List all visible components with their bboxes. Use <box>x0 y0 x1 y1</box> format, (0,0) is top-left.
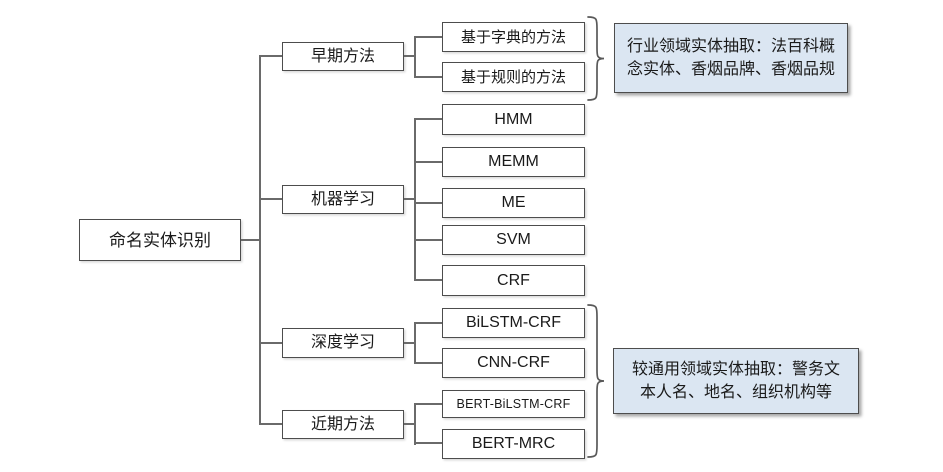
branch-node-machine-learning: 机器学习 <box>282 185 404 214</box>
leaf-node-bert-bilstm-crf: BERT-BiLSTM-CRF <box>442 390 585 418</box>
connector-line <box>261 198 282 200</box>
connector-line <box>416 442 442 444</box>
curly-brace-icon <box>586 303 608 459</box>
branch-node-early-methods: 早期方法 <box>282 42 404 71</box>
annotation-line: 本人名、地名、组织机构等 <box>639 384 832 401</box>
connector-line <box>259 55 261 425</box>
connector-line <box>261 423 282 425</box>
connector-line <box>414 118 416 281</box>
connector-line <box>241 239 260 241</box>
connector-line <box>416 322 442 324</box>
annotation-line: 较通用领域实体抽取：警务文 <box>631 360 840 378</box>
connector-line <box>404 198 415 200</box>
connector-line <box>416 36 442 38</box>
connector-line <box>416 202 442 204</box>
connector-line <box>416 118 442 120</box>
connector-line <box>414 36 416 78</box>
branch-node-deep-learning: 深度学习 <box>282 328 404 358</box>
root-node-ner: 命名实体识别 <box>79 219 241 261</box>
connector-line <box>404 342 415 344</box>
connector-line <box>416 76 442 78</box>
connector-line <box>404 55 415 57</box>
connector-line <box>416 279 442 281</box>
annotation-line: 念实体、香烟品牌、香烟品规 <box>626 61 835 78</box>
leaf-node-hmm: HMM <box>442 104 585 135</box>
leaf-node-dictionary-method: 基于字典的方法 <box>442 22 585 52</box>
curly-brace-icon <box>586 15 608 102</box>
annotation-general-domain: 较通用领域实体抽取：警务文 本人名、地名、组织机构等 <box>613 348 859 414</box>
connector-line <box>261 55 282 57</box>
connector-line <box>261 342 282 344</box>
connector-line <box>416 403 442 405</box>
leaf-node-crf: CRF <box>442 265 585 296</box>
leaf-node-memm: MEMM <box>442 147 585 177</box>
annotation-line: 行业领域实体抽取：法百科概 <box>626 37 835 55</box>
connector-line <box>416 239 442 241</box>
connector-line <box>416 362 442 364</box>
leaf-node-me: ME <box>442 188 585 218</box>
connector-line <box>414 403 416 445</box>
leaf-node-svm: SVM <box>442 225 585 255</box>
leaf-node-cnn-crf: CNN-CRF <box>442 348 585 378</box>
leaf-node-bert-mrc: BERT-MRC <box>442 429 585 459</box>
annotation-industry-domain: 行业领域实体抽取：法百科概 念实体、香烟品牌、香烟品规 <box>614 23 848 93</box>
leaf-node-bilstm-crf: BiLSTM-CRF <box>442 308 585 338</box>
branch-node-recent-methods: 近期方法 <box>282 410 404 439</box>
connector-line <box>404 423 415 425</box>
connector-line <box>414 322 416 364</box>
connector-line <box>416 161 442 163</box>
leaf-node-rule-method: 基于规则的方法 <box>442 62 585 92</box>
